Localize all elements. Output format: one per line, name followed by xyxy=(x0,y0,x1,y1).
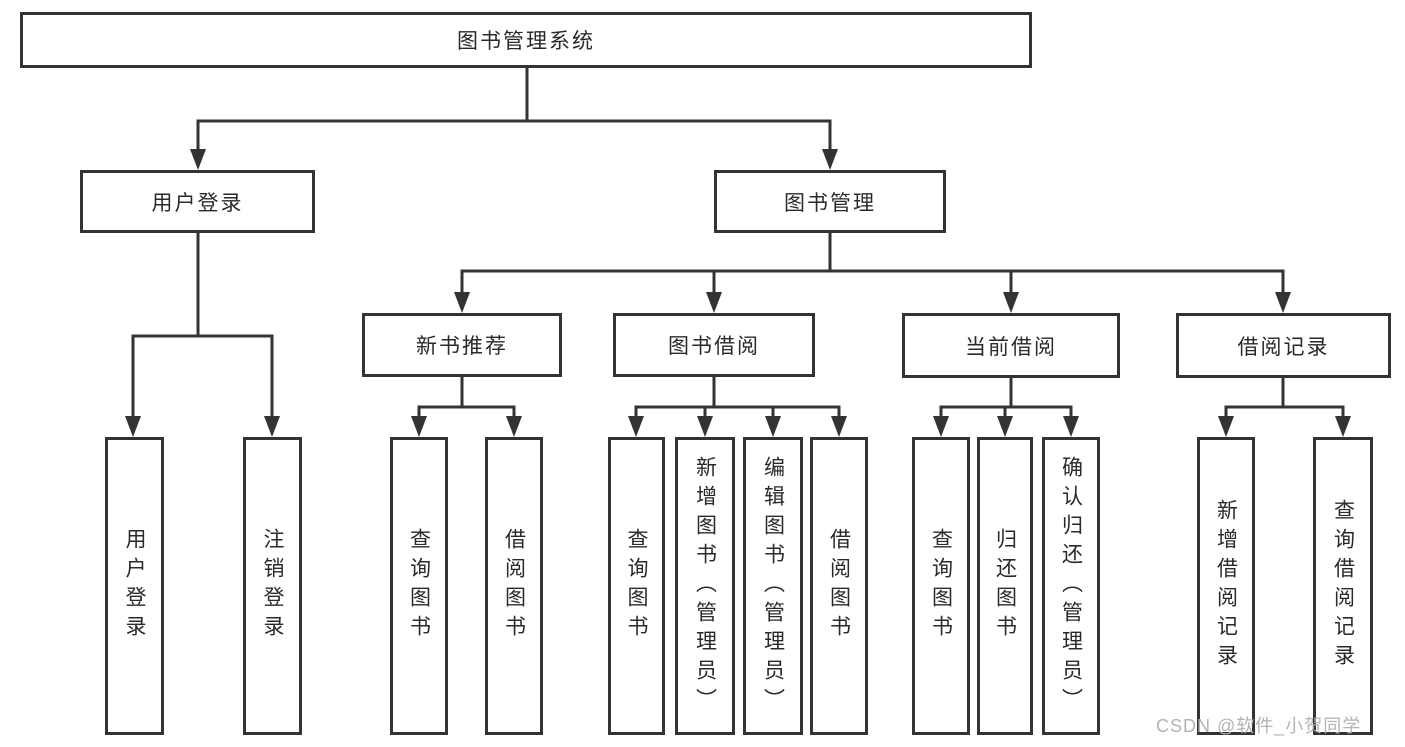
node-confirm-return-admin: 确认归还（管理员） xyxy=(1042,437,1100,735)
node-new-book-recommendation: 新书推荐 xyxy=(362,313,562,377)
node-book-management: 图书管理 xyxy=(714,170,946,233)
node-query-books-borrowing: 查询图书 xyxy=(608,437,665,735)
node-edit-books-admin: 编辑图书（管理员） xyxy=(743,437,803,735)
node-user-login-op: 用户登录 xyxy=(105,437,164,735)
node-add-books-admin: 新增图书（管理员） xyxy=(675,437,735,735)
node-user-login: 用户登录 xyxy=(80,170,315,233)
node-logout-op: 注销登录 xyxy=(243,437,302,735)
node-borrowing-records: 借阅记录 xyxy=(1176,313,1391,378)
node-query-borrow-record: 查询借阅记录 xyxy=(1313,437,1373,735)
node-borrow-books-recommend: 借阅图书 xyxy=(485,437,543,735)
node-library-system: 图书管理系统 xyxy=(20,12,1032,68)
arrowhead-icons xyxy=(125,149,1351,437)
node-current-borrowing: 当前借阅 xyxy=(902,313,1120,378)
node-borrow-books-borrowing: 借阅图书 xyxy=(810,437,868,735)
node-return-books: 归还图书 xyxy=(977,437,1033,735)
node-query-books-recommend: 查询图书 xyxy=(390,437,448,735)
node-book-borrowing: 图书借阅 xyxy=(613,313,815,377)
node-add-borrow-record: 新增借阅记录 xyxy=(1197,437,1255,735)
watermark: CSDN @软件_小贺同学 xyxy=(1156,716,1362,736)
node-query-books-current: 查询图书 xyxy=(912,437,970,735)
